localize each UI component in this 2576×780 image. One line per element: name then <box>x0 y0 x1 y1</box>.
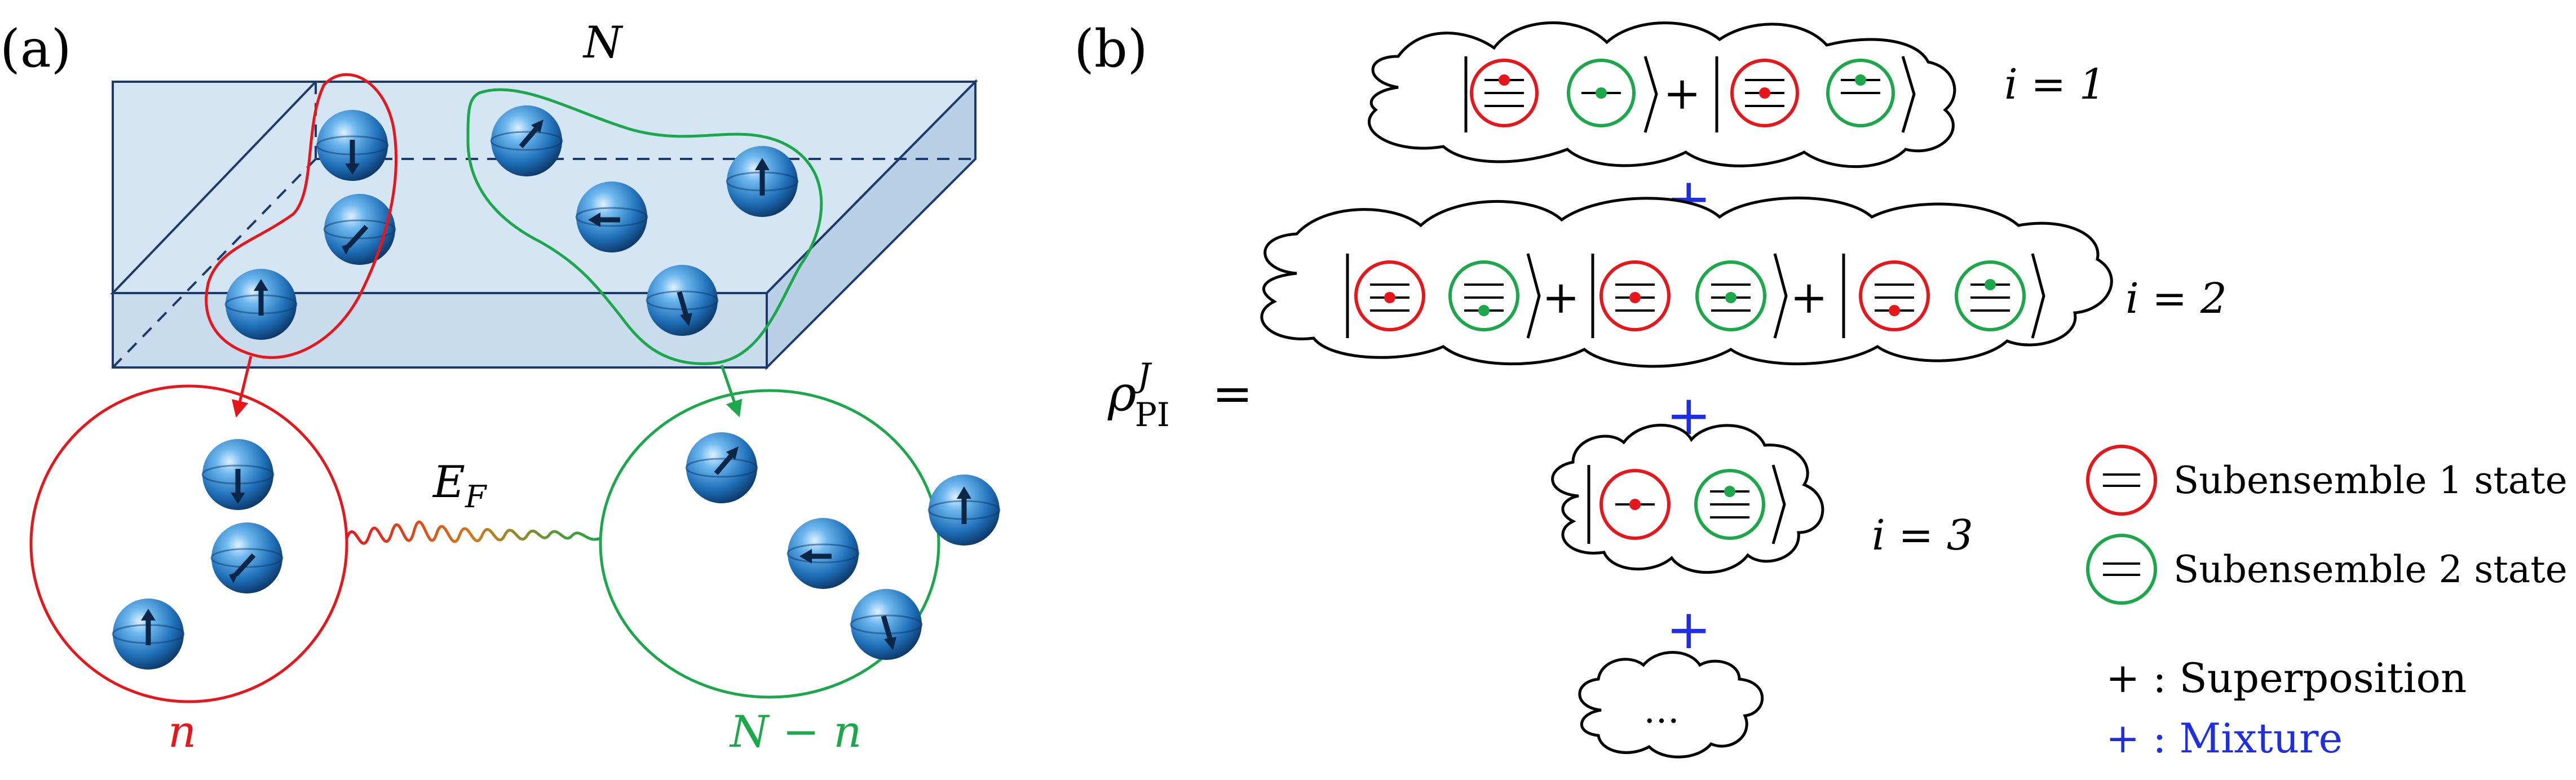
green-selection-loop <box>466 88 823 365</box>
legend-sub1-label: Subensemble 1 state <box>2173 459 2568 502</box>
cloud-row-4: … <box>1578 651 1764 759</box>
cloud-outline <box>1368 21 1956 169</box>
legend: Subensemble 1 state Subensemble 2 state … <box>2086 445 2568 762</box>
panel-b-label: (b) <box>1074 19 1148 79</box>
superposition-plus: + <box>1790 271 1828 323</box>
spin-sphere <box>323 194 396 265</box>
legend-green-circle <box>2086 534 2157 605</box>
superposition-plus: + <box>1663 67 1701 119</box>
row-1-index: i = 1 <box>2004 60 2106 109</box>
spin-sphere <box>575 181 648 252</box>
spin-sphere <box>850 589 923 660</box>
spin-sphere <box>490 105 563 176</box>
spin-sphere <box>112 599 185 670</box>
red-selection-loop <box>205 73 397 359</box>
cloud-row-1: + <box>1368 21 1956 169</box>
row-3-index: i = 3 <box>1872 511 1973 560</box>
spin-sphere <box>685 432 758 503</box>
slab-hidden-edge-3 <box>112 158 317 369</box>
spin-sphere <box>646 265 719 336</box>
total-N-label: N <box>582 17 624 68</box>
legend-sub2-label: Subensemble 2 state <box>2173 548 2568 591</box>
legend-superposition: + : Superposition <box>2106 654 2467 702</box>
rho-equals: = <box>1212 366 1253 422</box>
spin-sphere <box>726 146 799 217</box>
coupling-wave <box>345 520 601 545</box>
spin-sphere <box>210 522 284 593</box>
rest-N-minus-n-label: N − n <box>729 707 861 757</box>
row-2-index: i = 2 <box>2126 274 2227 323</box>
spin-sphere <box>224 269 298 340</box>
fermi-energy-label: EF <box>432 457 488 515</box>
spin-sphere <box>201 439 275 510</box>
mixture-plus-3: + <box>1666 598 1711 661</box>
subensemble-2-ellipse <box>599 389 940 699</box>
panel-a-label: (a) <box>0 19 72 79</box>
cloud-row-2: + + <box>1260 196 2113 368</box>
cloud-outline <box>1578 651 1764 759</box>
subensemble-1-circle <box>29 384 348 703</box>
legend-mixture: + : Mixture <box>2106 715 2343 762</box>
slab-side <box>766 79 977 370</box>
panel-a: (a) N <box>0 17 1001 757</box>
legend-red-circle <box>2086 445 2157 516</box>
subset-n-label: n <box>168 707 196 757</box>
ellipsis: … <box>1643 690 1680 732</box>
spin-sphere <box>316 110 389 181</box>
spin-sphere <box>927 475 1001 546</box>
superposition-plus: + <box>1542 271 1580 323</box>
spin-sphere <box>787 518 860 589</box>
green-arrow <box>720 365 743 418</box>
cloud-row-3 <box>1551 423 1824 574</box>
red-arrow <box>232 356 253 418</box>
